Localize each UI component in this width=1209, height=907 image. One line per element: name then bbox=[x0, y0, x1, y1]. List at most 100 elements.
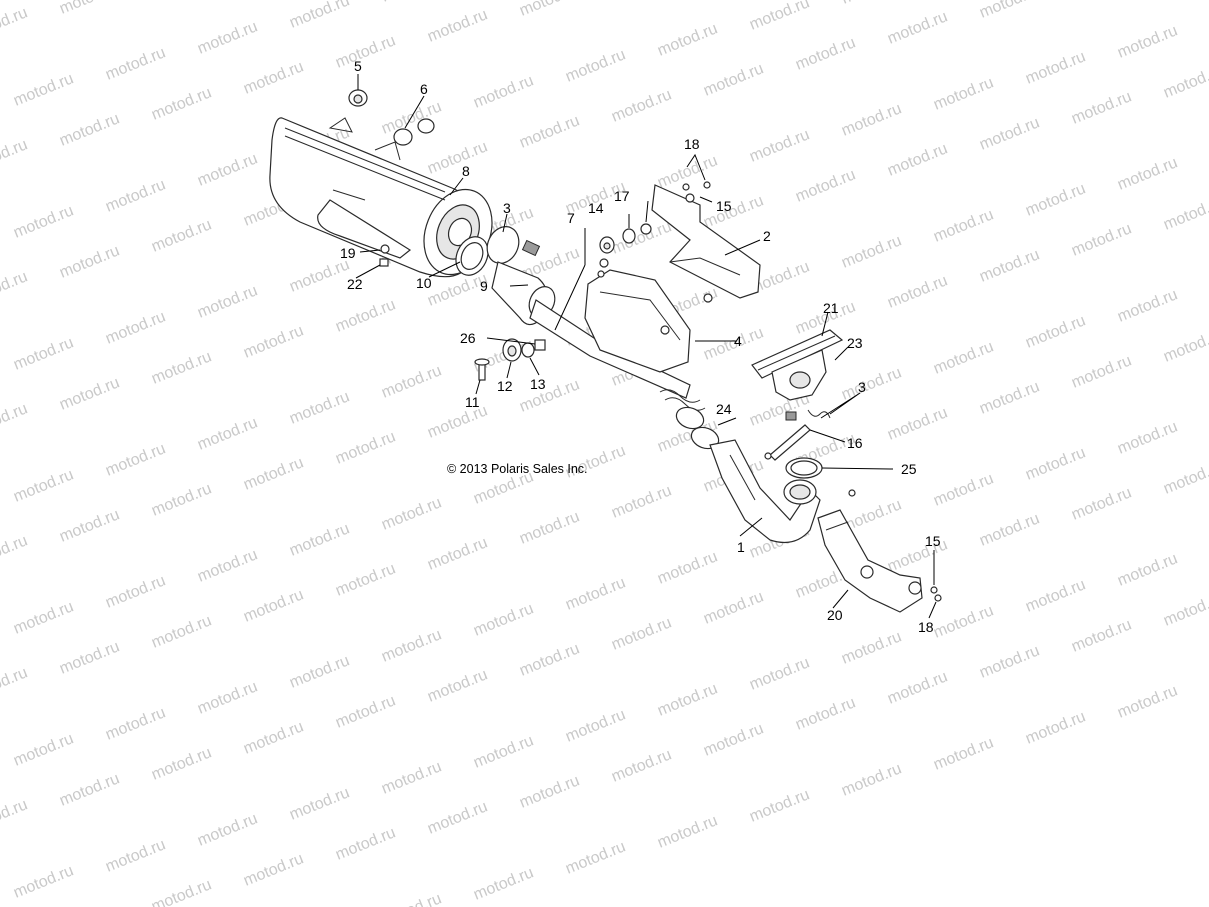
callout-25: 25 bbox=[901, 461, 917, 477]
watermark-text: motod.ru bbox=[11, 70, 76, 109]
watermark-text: motod.ru bbox=[11, 730, 76, 769]
watermark-text: motod.ru bbox=[0, 4, 30, 43]
watermark-text: motod.ru bbox=[333, 560, 398, 599]
watermark-text: motod.ru bbox=[287, 256, 352, 295]
watermark-text: motod.ru bbox=[149, 216, 214, 255]
watermark-text: motod.ru bbox=[655, 812, 720, 851]
watermark-text: motod.ru bbox=[0, 136, 30, 175]
watermark-text: motod.ru bbox=[609, 614, 674, 653]
callout-8: 8 bbox=[462, 163, 470, 179]
watermark-text: motod.ru bbox=[563, 574, 628, 613]
watermark-text: motod.ru bbox=[241, 586, 306, 625]
callout-23: 23 bbox=[847, 335, 863, 351]
watermark-text: motod.ru bbox=[195, 150, 260, 189]
watermark-text: motod.ru bbox=[0, 268, 30, 307]
watermark-text: motod.ru bbox=[655, 548, 720, 587]
callout-19: 19 bbox=[340, 245, 356, 261]
watermark-text: motod.ru bbox=[57, 506, 122, 545]
watermark-text: motod.ru bbox=[885, 668, 950, 707]
callout-12: 12 bbox=[497, 378, 513, 394]
watermark-text: motod.ru bbox=[57, 242, 122, 281]
gasket-part-10 bbox=[455, 236, 489, 276]
nut-part-18-lower bbox=[930, 586, 942, 602]
watermark-text: motod.ru bbox=[839, 760, 904, 799]
washer-part-22 bbox=[379, 258, 389, 267]
watermark-text: motod.ru bbox=[931, 338, 996, 377]
callout-15-lower: 15 bbox=[925, 533, 941, 549]
watermark-text: motod.ru bbox=[563, 46, 628, 85]
watermark-text: motod.ru bbox=[425, 402, 490, 441]
watermark-text: motod.ru bbox=[793, 166, 858, 205]
watermark-text: motod.ru bbox=[701, 720, 766, 759]
bushing-part-26 bbox=[534, 339, 546, 351]
watermark-text: motod.ru bbox=[609, 482, 674, 521]
watermark-text: motod.ru bbox=[839, 100, 904, 139]
head-pipe-part-1 bbox=[709, 439, 821, 543]
callout-7: 7 bbox=[567, 210, 575, 226]
watermark-text: motod.ru bbox=[57, 0, 122, 18]
watermark-text: motod.ru bbox=[287, 0, 352, 32]
callout-labels: 1 2 3 3 4 5 6 7 8 9 10 11 12 13 14 15 15… bbox=[340, 58, 941, 635]
watermark-text: motod.ru bbox=[241, 850, 306, 889]
watermark-text: motod.ru bbox=[425, 6, 490, 45]
watermark-text: motod.ru bbox=[287, 652, 352, 691]
watermark-text: motod.ru bbox=[839, 232, 904, 271]
watermark-text: motod.ru bbox=[931, 206, 996, 245]
watermark-text: motod.ru bbox=[103, 572, 168, 611]
watermark-text: motod.ru bbox=[747, 786, 812, 825]
watermark-text: motod.ru bbox=[57, 374, 122, 413]
watermark-text: motod.ru bbox=[149, 744, 214, 783]
watermark-text: motod.ru bbox=[333, 296, 398, 335]
callout-10: 10 bbox=[416, 275, 432, 291]
watermark-text: motod.ru bbox=[885, 272, 950, 311]
watermark-text: motod.ru bbox=[931, 602, 996, 641]
watermark-text: motod.ru bbox=[333, 428, 398, 467]
watermark-text: motod.ru bbox=[333, 692, 398, 731]
callout-11: 11 bbox=[465, 394, 480, 410]
heat-shield-part-4 bbox=[584, 269, 691, 373]
callout-22: 22 bbox=[347, 276, 363, 292]
watermark-text: motod.ru bbox=[379, 494, 444, 533]
watermark-text: motod.ru bbox=[103, 704, 168, 743]
watermark-text: motod.ru bbox=[241, 58, 306, 97]
head-pipe-shield-part-20 bbox=[817, 509, 923, 613]
watermark-text: motod.ru bbox=[839, 628, 904, 667]
watermark-text: motod.ru bbox=[931, 734, 996, 773]
watermark-text: motod.ru bbox=[379, 626, 444, 665]
watermark-text: motod.ru bbox=[103, 176, 168, 215]
callout-26: 26 bbox=[460, 330, 476, 346]
watermark-text: motod.ru bbox=[11, 466, 76, 505]
callout-9: 9 bbox=[480, 278, 488, 294]
callout-1: 1 bbox=[737, 539, 745, 555]
watermark-text: motod.ru bbox=[103, 440, 168, 479]
nut-part-18-upper bbox=[682, 181, 711, 191]
callout-5: 5 bbox=[354, 58, 362, 74]
watermark-text: motod.ru bbox=[977, 0, 1042, 22]
watermark-text: motod.ru bbox=[287, 784, 352, 823]
muffler-part-8 bbox=[269, 117, 493, 278]
watermark-text: motod.ru bbox=[103, 44, 168, 83]
watermark-text: motod.ru bbox=[195, 810, 260, 849]
watermark-text: motod.ru bbox=[11, 598, 76, 637]
watermark-text: motod.ru bbox=[1069, 616, 1134, 655]
watermark-text: motod.ru bbox=[471, 864, 536, 903]
bolt-part-11 bbox=[474, 358, 490, 381]
watermark-text: motod.ru bbox=[333, 824, 398, 863]
watermark-text: motod.ru bbox=[425, 666, 490, 705]
bolt-part-19 bbox=[380, 244, 390, 254]
watermark-text: motod.ru bbox=[977, 378, 1042, 417]
watermark-text: motod.ru bbox=[195, 282, 260, 321]
callout-4: 4 bbox=[734, 333, 742, 349]
flange-part-21 bbox=[751, 329, 844, 379]
watermark-text: motod.ru bbox=[655, 680, 720, 719]
watermark-text: motod.ru bbox=[0, 532, 30, 571]
callout-18-upper: 18 bbox=[684, 136, 700, 152]
callout-20: 20 bbox=[827, 607, 843, 623]
watermark-text: motod.ru bbox=[471, 600, 536, 639]
watermark-text: motod.ru bbox=[1115, 682, 1180, 721]
watermark-text: motod.ru bbox=[11, 334, 76, 373]
watermark-text: motod.ru bbox=[471, 732, 536, 771]
grommet-part-5 bbox=[348, 89, 368, 107]
watermark-text: motod.ru bbox=[1069, 88, 1134, 127]
washer-part-14 bbox=[622, 228, 636, 244]
